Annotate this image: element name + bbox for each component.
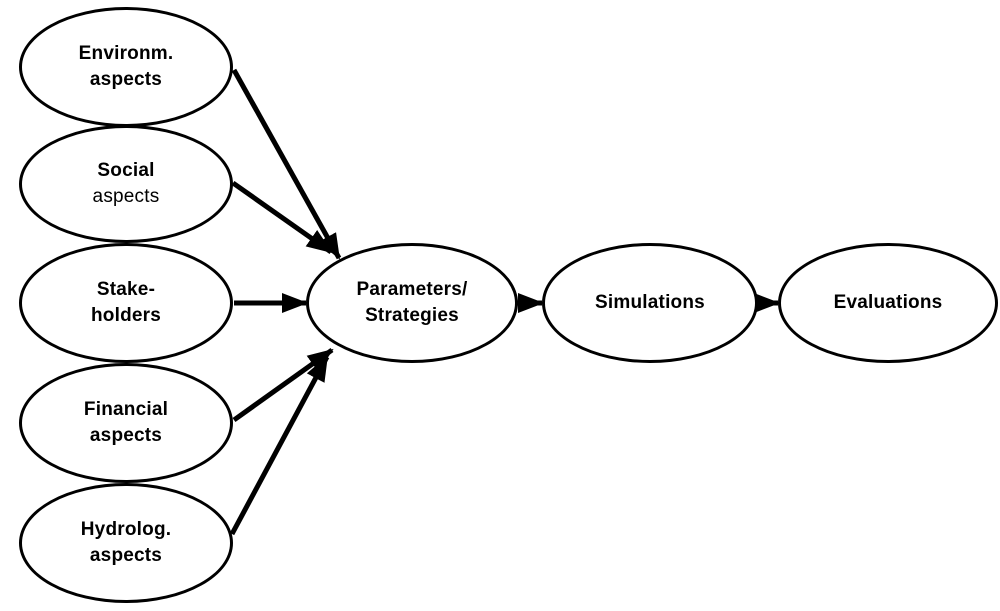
arrow-environm-aspects-to-parameters-strategies	[231, 68, 342, 260]
node-label-line: aspects	[92, 186, 160, 207]
node-environm-aspects: Environm. aspects	[19, 7, 233, 127]
node-label-line: aspects	[89, 69, 163, 90]
node-evaluations: Evaluations	[778, 243, 998, 363]
node-label-line: Financial	[83, 399, 169, 420]
node-label-line: Evaluations	[833, 292, 943, 313]
node-hydrolog-aspects: Hydrolog. aspects	[19, 483, 233, 603]
node-parameters-strategies: Parameters/ Strategies	[306, 243, 518, 363]
node-stakeholders: Stake- holders	[19, 243, 233, 363]
node-label-line: Hydrolog.	[80, 519, 172, 540]
node-simulations: Simulations	[542, 243, 758, 363]
node-label-line: aspects	[89, 425, 163, 446]
node-label-line: Social	[97, 160, 155, 181]
node-label-line: Strategies	[365, 305, 459, 326]
node-label-line: Parameters/	[356, 279, 468, 300]
node-label-line: Simulations	[595, 292, 705, 313]
node-label-line: aspects	[89, 545, 163, 566]
arrow-hydrolog-aspects-to-parameters-strategies	[229, 355, 330, 536]
node-label-line: Stake-	[96, 279, 156, 300]
arrow-financial-aspects-to-parameters-strategies	[232, 347, 334, 423]
node-label-line: Environm.	[78, 43, 174, 64]
node-financial-aspects: Financial aspects	[19, 363, 233, 483]
node-social-aspects: Social aspects	[19, 125, 233, 243]
node-label-line: holders	[90, 305, 162, 326]
arrow-social-aspects-to-parameters-strategies	[231, 180, 333, 255]
